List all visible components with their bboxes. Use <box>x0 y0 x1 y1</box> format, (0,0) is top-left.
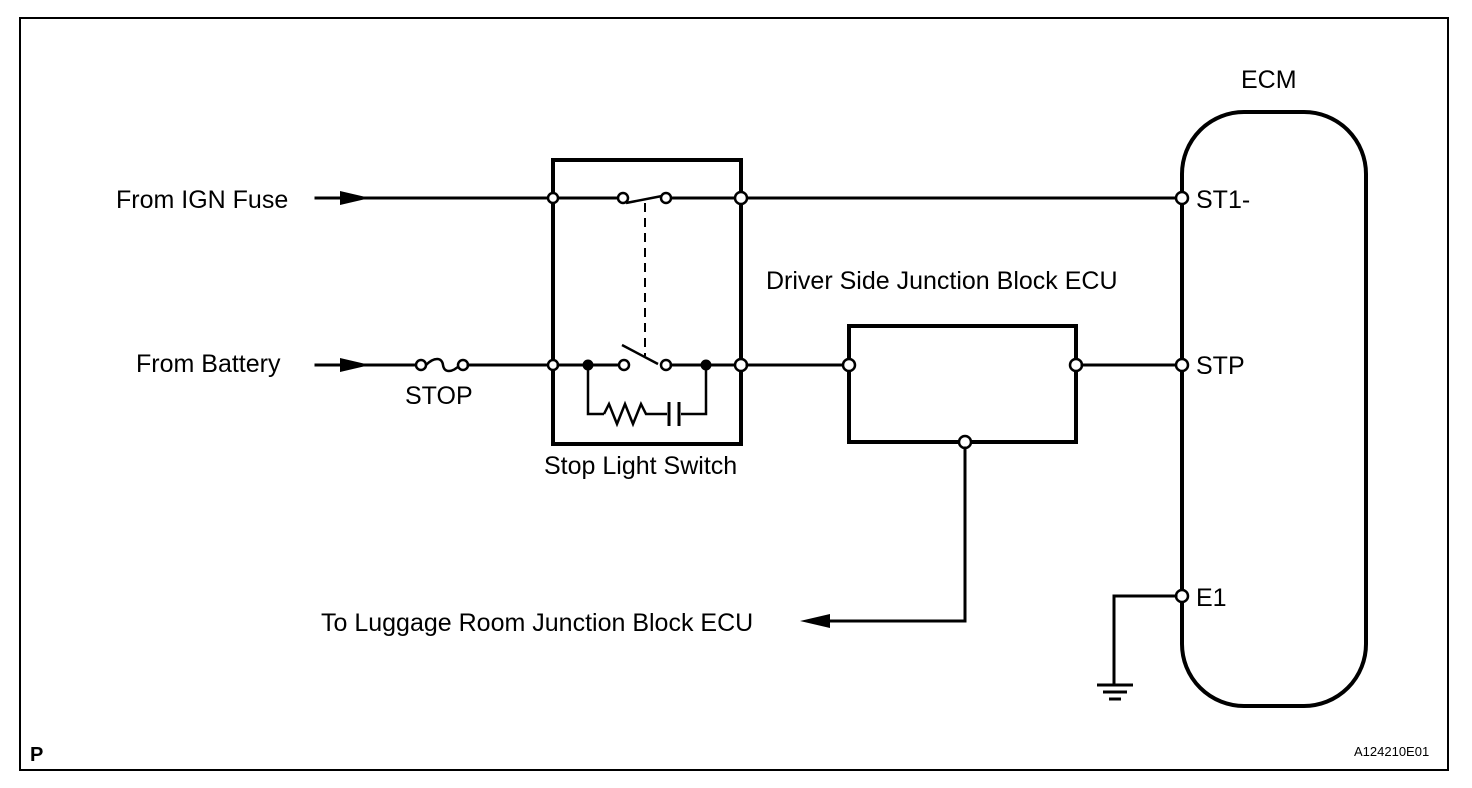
jb-term-out <box>1068 357 1084 373</box>
ign-contact-a <box>616 191 630 205</box>
jb-term-bottom <box>957 434 973 450</box>
ecm-pin-st1: ST1- <box>1196 186 1250 214</box>
stop-switch-blade <box>621 343 659 366</box>
ecm-pin-e1: E1 <box>1196 584 1227 612</box>
ign-switch-blade <box>625 194 663 205</box>
stop-light-switch-box <box>551 158 743 446</box>
ecm-block <box>1180 110 1368 708</box>
fuse-element <box>425 357 461 373</box>
luggage-wire <box>828 446 967 623</box>
luggage-arrow <box>800 614 830 628</box>
to-luggage-label: To Luggage Room Junction Block ECU <box>321 609 753 637</box>
ecm-e1-terminal <box>1174 588 1190 604</box>
ecm-st1-terminal <box>1174 190 1190 206</box>
resistor-symbol <box>602 400 667 428</box>
ground-wire <box>1112 594 1178 685</box>
from-ign-label: From IGN Fuse <box>116 186 288 214</box>
ign-term-in <box>546 191 560 205</box>
stop-light-switch-label: Stop Light Switch <box>544 452 737 480</box>
bypass-wire-return <box>681 365 708 416</box>
ign-term-out <box>733 190 749 206</box>
figure-id-label: A124210E01 <box>1354 744 1429 759</box>
ign-contact-b <box>659 191 673 205</box>
from-battery-label: From Battery <box>136 350 281 378</box>
jb-term-in <box>841 357 857 373</box>
battery-arrow <box>340 358 370 372</box>
corner-p-label: P <box>30 744 43 766</box>
jb-ecu-label: Driver Side Junction Block ECU <box>766 267 1118 295</box>
ecm-label: ECM <box>1241 66 1297 94</box>
ign-arrow <box>340 191 370 205</box>
ecm-stp-terminal <box>1174 357 1190 373</box>
diagram-frame <box>19 17 1449 771</box>
ecm-pin-stp: STP <box>1196 352 1245 380</box>
stop-contact-a <box>617 358 631 372</box>
bypass-wire <box>586 365 604 416</box>
fuse-term-a <box>414 358 428 372</box>
battery-term-out <box>733 357 749 373</box>
fuse-label: STOP <box>405 382 473 410</box>
jb-ecu-box <box>847 324 1078 444</box>
